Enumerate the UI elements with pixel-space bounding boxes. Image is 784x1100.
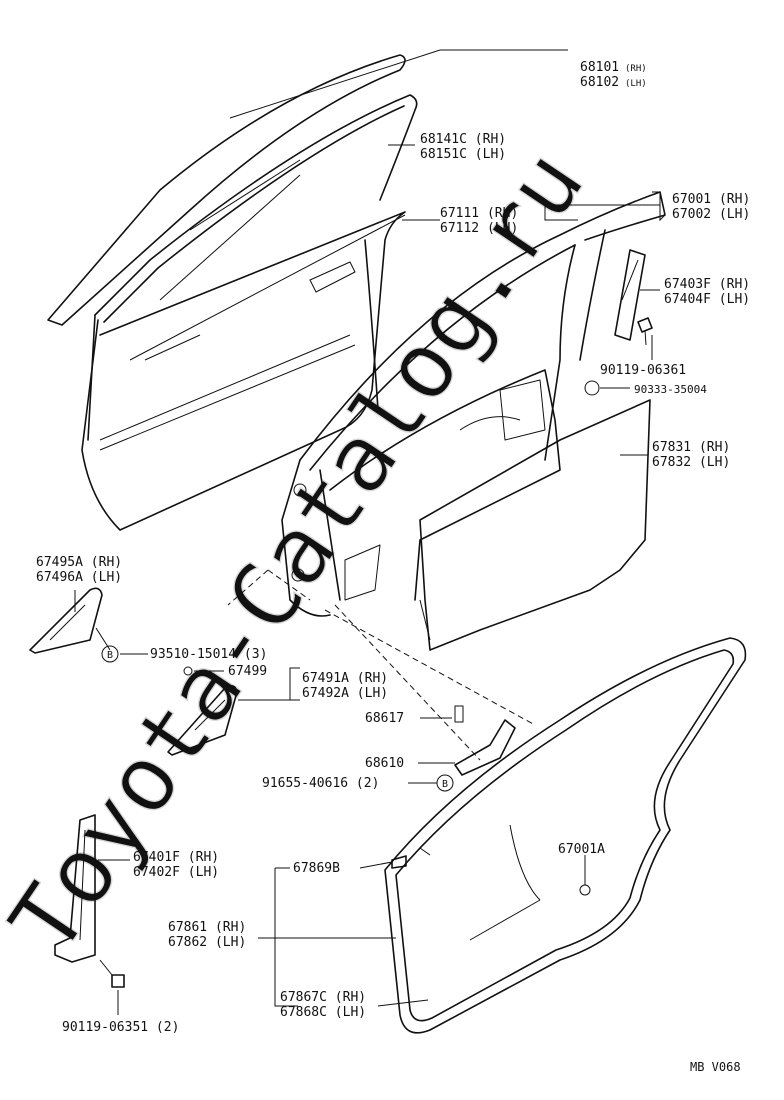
label-68101: 68101 — [580, 60, 619, 75]
bolt-9011906361-illustration — [637, 317, 653, 346]
label-67401f: 67401F (RH) — [133, 850, 219, 865]
weatherstrip-illustration — [384, 637, 747, 1034]
hinge-illustration — [454, 705, 516, 776]
label-67403f: 67403F (RH) — [664, 277, 750, 292]
label-9011906361: 90119-06361 — [600, 363, 686, 378]
label-68617: 68617 — [365, 711, 404, 726]
label-67862: 67862 (LH) — [168, 935, 246, 950]
b-marker-2-text: B — [442, 779, 448, 790]
b-marker-1-text: B — [107, 650, 113, 661]
door-frame-illustration — [281, 191, 666, 617]
label-67491a: 67491A (RH) — [302, 671, 388, 686]
diagram-code: MB V068 — [690, 1060, 741, 1074]
label-67867c: 67867C (RH) — [280, 990, 366, 1005]
leader-lines — [74, 49, 666, 1015]
door-glass-illustration — [47, 54, 406, 326]
label-67868c: 67868C (LH) — [280, 1005, 366, 1020]
b-marker-2: B — [436, 774, 454, 792]
label-68141c: 68141C (RH) — [420, 132, 506, 147]
bolt-9011906351-illustration — [111, 974, 125, 988]
corner-piece-lower-illustration — [167, 666, 238, 756]
clip-67869b-illustration — [391, 855, 407, 869]
label-67495a: 67495A (RH) — [36, 555, 122, 570]
label-67832: 67832 (LH) — [652, 455, 730, 470]
label-9033335004: 90333-35004 — [634, 383, 707, 396]
label-67001a: 67001A — [558, 842, 605, 857]
label-68101-side: (RH) — [625, 64, 647, 74]
label-9165540616: 91655-40616 (2) — [262, 776, 379, 791]
label-67869b: 67869B — [293, 861, 340, 876]
label-67496a: 67496A (LH) — [36, 570, 122, 585]
label-68151c: 68151C (LH) — [420, 147, 506, 162]
label-67492a: 67492A (LH) — [302, 686, 388, 701]
label-67861: 67861 (RH) — [168, 920, 246, 935]
label-67404f: 67404F (LH) — [664, 292, 750, 307]
label-67402f: 67402F (LH) — [133, 865, 219, 880]
outer-panel-illustration — [81, 211, 406, 531]
label-67831: 67831 (RH) — [652, 440, 730, 455]
label-9011906351: 90119-06351 (2) — [62, 1020, 179, 1035]
label-67001: 67001 (RH) — [672, 192, 750, 207]
label-68102: 68102 — [580, 75, 619, 90]
b-marker-1: B — [101, 645, 119, 663]
label-67002: 67002 (LH) — [672, 207, 750, 222]
label-67112: 67112 (LH) — [440, 221, 518, 236]
division-bar-illustration — [614, 249, 646, 341]
service-hole-cover-illustration — [419, 399, 651, 651]
label-68610: 68610 — [365, 756, 404, 771]
corner-piece-upper-illustration — [29, 587, 103, 654]
label-9351015014: 93510-15014 (3) — [150, 647, 267, 662]
plug-9033335004-illustration — [584, 380, 600, 396]
door-check-illustration — [54, 814, 96, 963]
label-67111: 67111 (RH) — [440, 206, 518, 221]
label-68102-side: (LH) — [625, 79, 647, 89]
label-67499: 67499 — [228, 664, 267, 679]
dashed-guides — [227, 569, 536, 761]
